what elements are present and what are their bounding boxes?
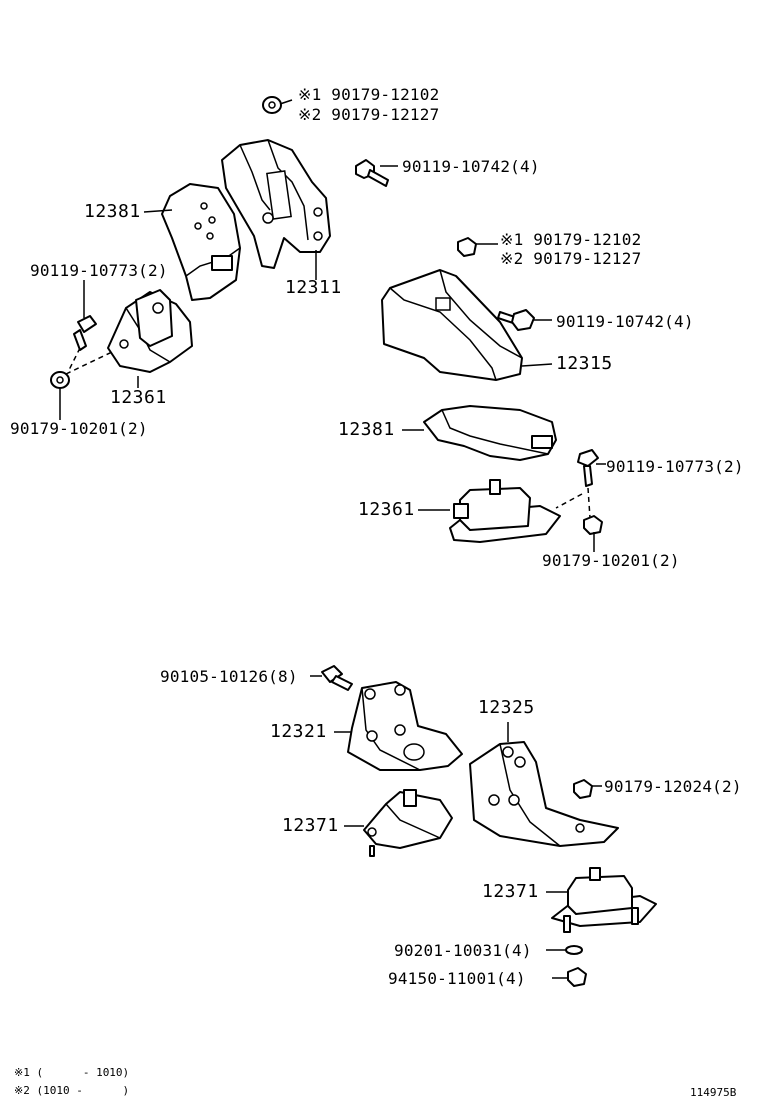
washer-part	[565, 945, 583, 955]
callout-label: 12381	[84, 201, 141, 222]
callout-label: ※1 90179-12102	[298, 85, 440, 104]
bracket-12321-part	[347, 681, 463, 771]
bolt-part-left	[73, 315, 97, 351]
callout-label: 12311	[285, 277, 342, 298]
assembly-line-left-2	[67, 347, 81, 373]
assembly-line-right-2	[555, 493, 583, 509]
callout-label: 90119-10742(4)	[556, 312, 694, 331]
bracket-12315-part	[381, 269, 523, 381]
callout-label: 90201-10031(4)	[394, 941, 532, 960]
callout-label: ※2 90179-12127	[298, 105, 440, 124]
callout-label: 12315	[556, 353, 613, 374]
nut-part-lower-right	[573, 779, 593, 799]
callout-label: 90179-10201(2)	[10, 419, 148, 438]
callout-label: 12381	[338, 419, 395, 440]
insulator-12381-part-lower	[423, 405, 557, 461]
nut-part-right	[583, 515, 603, 535]
callout-label: ※2 90179-12127	[500, 249, 642, 268]
mount-12371-part-right	[551, 867, 657, 933]
callout-label: 94150-11001(4)	[388, 969, 526, 988]
callout-label: 90119-10773(2)	[606, 457, 744, 476]
nut-part-bottom	[567, 967, 587, 987]
nut-part-top-left	[262, 96, 282, 114]
callout-label: 90119-10742(4)	[402, 157, 540, 176]
callout-label: 12325	[478, 697, 535, 718]
bolt-part-upper	[355, 159, 389, 187]
bolt-part-lower-left	[321, 665, 353, 691]
assembly-line-left	[65, 351, 113, 375]
mount-12361-part-left	[107, 289, 193, 373]
bolt-part-right-2	[577, 449, 599, 487]
bolt-part-right	[497, 309, 535, 331]
bracket-12325-part	[469, 741, 619, 847]
callout-label: 90119-10773(2)	[30, 261, 168, 280]
bracket-12311-part	[221, 139, 331, 269]
callout-label: 12371	[482, 881, 539, 902]
leader-lines	[59, 99, 606, 979]
callout-label: ※1 90179-12102	[500, 230, 642, 249]
callout-label: 12361	[358, 499, 415, 520]
callout-label: 12321	[270, 721, 327, 742]
assembly-line-right	[587, 487, 591, 519]
callout-label: 90105-10126(8)	[160, 667, 298, 686]
callout-label: 90179-10201(2)	[542, 551, 680, 570]
mount-12371-part-left	[363, 789, 453, 857]
callout-label: 12371	[282, 815, 339, 836]
mount-12361-part-right	[449, 479, 561, 543]
figure-id: 114975B	[690, 1086, 737, 1099]
footnote-2: ※2 (1010 - )	[14, 1084, 130, 1097]
callout-label: 90179-12024(2)	[604, 777, 742, 796]
nut-part-top-right	[457, 237, 477, 257]
callout-label: 12361	[110, 387, 167, 408]
insulator-12381-part-upper	[161, 183, 241, 301]
footnote-1: ※1 ( - 1010)	[14, 1066, 130, 1079]
